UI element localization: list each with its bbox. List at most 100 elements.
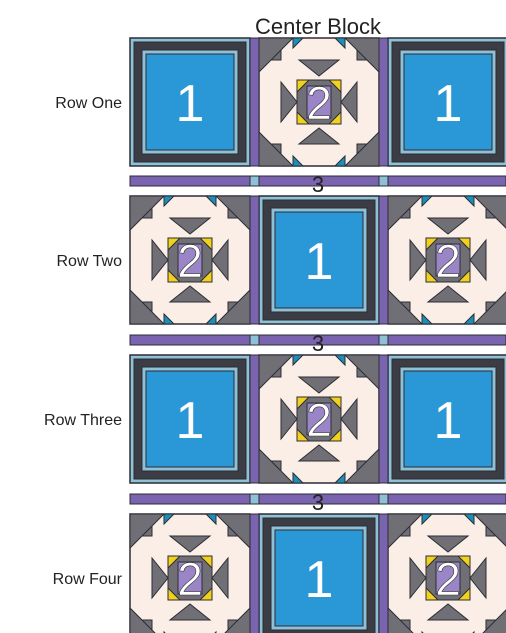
block2-yellow-triangle — [425, 268, 440, 283]
block2-goose-triangle — [151, 238, 169, 282]
quilt-block: 2 — [387, 195, 506, 325]
block2-yellow-triangle — [327, 79, 342, 94]
block2-accent-triangle — [292, 154, 305, 167]
diagram-title: Center Block — [255, 14, 382, 39]
block2-goose-triangle — [168, 217, 212, 235]
block2-accent-triangle — [204, 513, 217, 526]
block-number-label: 2 — [306, 77, 332, 129]
block2-accent-triangle — [421, 513, 434, 526]
block2-goose-triangle — [168, 535, 212, 553]
block2-goose-triangle — [426, 217, 470, 235]
block2-goose-triangle — [469, 238, 487, 282]
block1-center — [403, 53, 493, 151]
block2-goose-triangle — [340, 397, 358, 441]
block-number-label: 1 — [434, 75, 463, 133]
block-number-label: 2 — [435, 235, 461, 287]
block2-goose-triangle — [280, 397, 298, 441]
block2-yellow-triangle — [456, 268, 471, 283]
quilt-block: 2 — [387, 513, 506, 633]
block2-accent-triangle — [292, 37, 305, 50]
block2-yellow-triangle — [456, 555, 471, 570]
cornerstone-square — [378, 334, 389, 346]
quilt-block: 1 — [387, 37, 506, 167]
sashing-number-label: 3 — [312, 331, 324, 356]
vertical-sashing-strip — [249, 354, 260, 484]
block2-yellow-triangle — [296, 110, 311, 125]
sashing-strip — [129, 175, 506, 187]
cornerstone-square — [249, 493, 260, 505]
block2-accent-triangle — [333, 154, 346, 167]
block2-corner-triangle — [129, 195, 166, 232]
block2-accent-triangle — [462, 312, 475, 325]
block-number-label: 1 — [305, 551, 334, 609]
block2-accent-triangle — [421, 195, 434, 208]
vertical-sashing-strip — [249, 513, 260, 633]
block2-yellow-triangle — [327, 427, 342, 442]
block2-yellow-triangle — [167, 268, 182, 283]
block2-corner-triangle — [129, 288, 166, 325]
quilt-block: 2 — [258, 37, 380, 167]
block2-yellow-triangle — [425, 237, 440, 252]
quilt-block: 2 — [129, 195, 251, 325]
block2-accent-triangle — [204, 312, 217, 325]
vertical-sashing-strip — [378, 37, 389, 167]
block2-center-patch — [435, 243, 461, 277]
block1-center — [274, 529, 364, 627]
vertical-sashing-strip — [249, 195, 260, 325]
block2-yellow-triangle — [198, 555, 213, 570]
block1-center — [145, 53, 235, 151]
block2-goose-triangle — [409, 556, 427, 600]
block2-yellow-triangle — [327, 110, 342, 125]
block2-yellow-triangle — [456, 586, 471, 601]
block2-corner-triangle — [482, 609, 506, 633]
block2-accent-triangle — [204, 195, 217, 208]
quilt-block: 2 — [129, 513, 251, 633]
block2-accent-triangle — [163, 513, 176, 526]
block2-yellow-triangle — [167, 555, 182, 570]
block2-accent-triangle — [163, 195, 176, 208]
block2-goose-triangle — [426, 535, 470, 553]
block2-accent-triangle — [292, 354, 305, 367]
block2-accent-triangle — [333, 37, 346, 50]
block1-center — [403, 370, 493, 468]
block2-yellow-triangle — [456, 237, 471, 252]
block2-center-patch — [435, 561, 461, 595]
row-label: Row Four — [53, 571, 123, 588]
cornerstone-square — [378, 493, 389, 505]
block2-yellow-triangle — [296, 427, 311, 442]
block2-corner-triangle — [129, 513, 166, 550]
quilt-block: 1 — [387, 354, 506, 484]
vertical-sashing-strip — [378, 513, 389, 633]
block2-goose-triangle — [168, 285, 212, 303]
block2-goose-triangle — [409, 238, 427, 282]
sashing-strip — [129, 334, 506, 346]
quilt-block: 1 — [258, 513, 380, 633]
block2-goose-triangle — [340, 80, 358, 124]
quilt-block: 2 — [258, 354, 380, 484]
block2-accent-triangle — [333, 471, 346, 484]
sashing-strip — [129, 493, 506, 505]
block2-goose-triangle — [426, 285, 470, 303]
block2-accent-triangle — [163, 312, 176, 325]
block2-corner-triangle — [472, 291, 506, 325]
sashing-number-label: 3 — [312, 172, 324, 197]
block2-accent-triangle — [421, 312, 434, 325]
block2-goose-triangle — [211, 238, 229, 282]
quilt-block: 1 — [129, 37, 251, 167]
block-number-label: 2 — [177, 235, 203, 287]
block2-yellow-triangle — [198, 237, 213, 252]
block2-center-patch — [306, 402, 332, 436]
horizontal-sashing: 3 — [129, 172, 506, 197]
cornerstone-square — [378, 175, 389, 187]
block2-yellow-triangle — [167, 586, 182, 601]
quilt-block: 1 — [129, 354, 251, 484]
horizontal-sashing: 3 — [129, 490, 506, 515]
block2-corner-triangle — [472, 195, 506, 229]
horizontal-sashing: 3 — [129, 331, 506, 356]
block2-goose-triangle — [151, 556, 169, 600]
block2-goose-triangle — [469, 556, 487, 600]
block2-corner-triangle — [472, 513, 506, 547]
